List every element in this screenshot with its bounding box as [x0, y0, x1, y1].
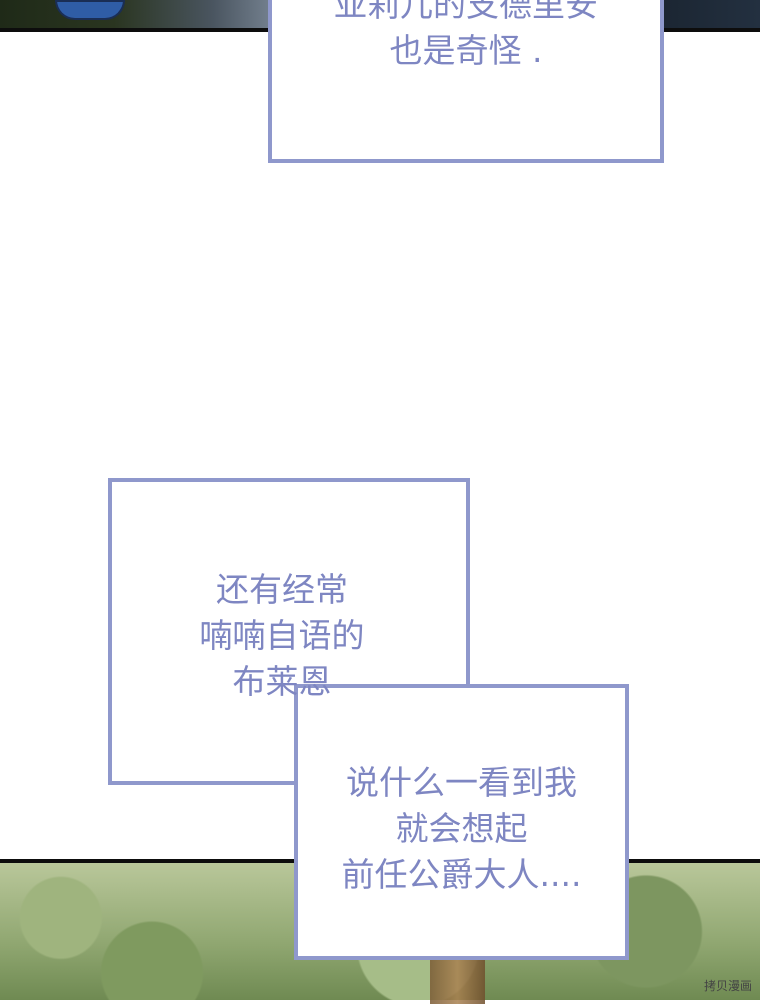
narration-box-top — [268, 0, 664, 163]
narration-line: 布莱恩 — [232, 662, 332, 701]
narration-line: 亚莉儿的支德里安 — [334, 0, 598, 24]
narration-line: 说什么一看到我 — [346, 763, 577, 802]
box-merge-fill — [298, 688, 466, 781]
narration-text-right: 说什么一看到我 就会想起 前任公爵大人.... — [298, 760, 625, 898]
narration-line: 也是奇怪 . — [389, 31, 543, 70]
watermark-text: 拷贝漫画 — [703, 979, 752, 993]
narration-line: 喃喃自语的 — [199, 616, 365, 655]
narration-text-top: 亚莉儿的支德里安 也是奇怪 . — [268, 0, 664, 74]
narration-line: 就会想起 — [395, 809, 528, 848]
shoe-illustration — [55, 0, 125, 20]
narration-text-left: 还有经常 喃喃自语的 布莱恩 — [112, 567, 452, 705]
narration-line: 前任公爵大人.... — [341, 855, 582, 894]
narration-line: 还有经常 — [216, 570, 348, 609]
